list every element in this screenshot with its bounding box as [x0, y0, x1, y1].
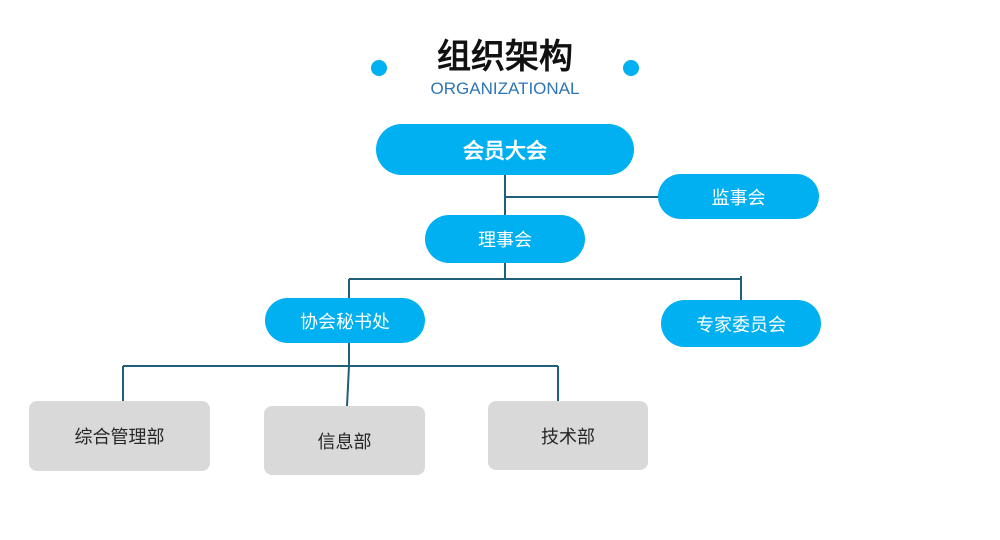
page-title: 组织架构: [437, 37, 573, 77]
title-right-dot: [623, 60, 639, 76]
department-node-general-management: 综合管理部: [29, 401, 210, 471]
supervisory-node: 监事会: [658, 174, 819, 219]
title-left-dot: [371, 60, 387, 76]
page-subtitle: ORGANIZATIONAL: [430, 79, 580, 98]
department-node-technology: 技术部: [488, 401, 648, 470]
connector-to-dept-2: [346, 365, 350, 407]
assembly-node: 会员大会: [376, 124, 634, 175]
council-node: 理事会: [425, 215, 585, 263]
department-node-information: 信息部: [264, 406, 425, 475]
expert-committee-node: 专家委员会: [661, 300, 821, 347]
secretariat-node: 协会秘书处: [265, 298, 425, 343]
